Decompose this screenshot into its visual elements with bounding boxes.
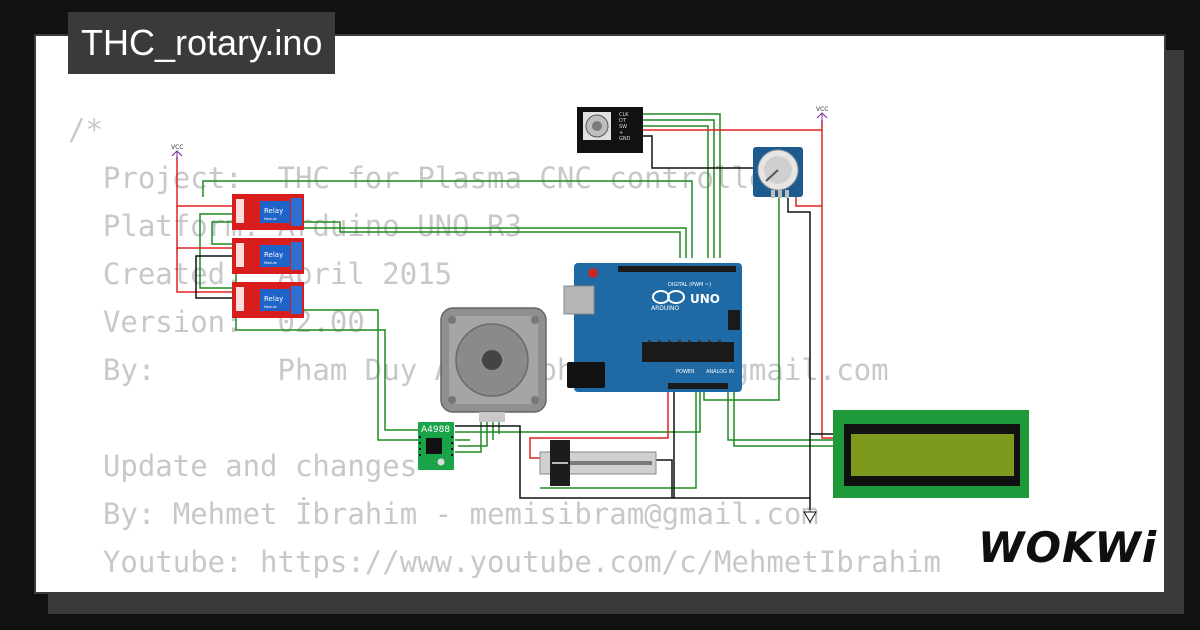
wire	[643, 135, 756, 169]
svg-text:POWER: POWER	[676, 369, 695, 375]
wire	[540, 390, 697, 489]
wires-black	[195, 135, 835, 510]
wire	[727, 390, 835, 441]
wire	[656, 459, 673, 498]
svg-text:ANALOG IN: ANALOG IN	[706, 369, 734, 375]
wokwi-logo: WOKWi	[978, 523, 1158, 572]
wire	[195, 255, 232, 299]
project-title[interactable]: THC_rotary.ino	[68, 12, 336, 74]
svg-text:Module: Module	[264, 305, 277, 309]
code-line: Created: April 2015	[102, 257, 453, 291]
svg-text:DT: DT	[619, 118, 627, 124]
svg-text:A4988: A4988	[421, 425, 450, 435]
wire	[643, 113, 721, 258]
svg-text:SW: SW	[619, 124, 627, 130]
vcc-symbol-left: VCC	[171, 144, 183, 160]
code-line: Update and changes	[68, 449, 418, 483]
wires-green	[199, 113, 835, 489]
wire	[703, 196, 780, 401]
svg-text:DIGITAL (PWM ~): DIGITAL (PWM ~)	[668, 282, 711, 288]
wire	[455, 425, 674, 499]
relay-module-2[interactable]: Relay Module	[232, 238, 304, 274]
lcd-display[interactable]	[833, 410, 1029, 498]
wire	[795, 196, 822, 207]
wire	[643, 119, 715, 258]
relay-module-1[interactable]: Relay Module	[232, 194, 304, 230]
code-line: Project: THC for Plasma CNC controller	[68, 161, 784, 195]
wire	[176, 248, 232, 293]
svg-text:Module: Module	[264, 261, 277, 265]
svg-text:Relay: Relay	[264, 207, 283, 215]
wire	[673, 390, 810, 499]
wire	[455, 390, 701, 433]
wire	[244, 300, 418, 441]
rotary-encoder[interactable]: CLK DT SW + GND	[577, 107, 643, 153]
svg-text:Module: Module	[264, 217, 277, 221]
wire	[199, 213, 236, 289]
vcc-symbol-right: VCC	[816, 106, 828, 124]
svg-text:VCC: VCC	[171, 144, 183, 151]
wire	[733, 390, 835, 447]
code-line: /*	[68, 113, 103, 147]
relay-module-3[interactable]: Relay Module	[232, 282, 304, 318]
slide-potentiometer[interactable]	[539, 440, 657, 486]
svg-text:VCC: VCC	[816, 106, 828, 113]
code-line: Youtube: https://www.youtube.com/c/Mehme…	[68, 545, 941, 579]
wire	[529, 390, 669, 459]
wire	[176, 157, 232, 249]
wire	[787, 196, 811, 510]
wire	[202, 180, 693, 258]
wire	[821, 130, 835, 439]
svg-text:ARDUINO: ARDUINO	[651, 305, 680, 312]
potentiometer[interactable]	[753, 147, 803, 198]
stepper-motor[interactable]	[440, 307, 547, 422]
wire	[643, 120, 823, 131]
arduino-uno[interactable]: DIGITAL (PWM ~) UNO ARDUINO POWER ANALOG…	[563, 263, 742, 392]
wire	[643, 125, 709, 258]
wire	[211, 221, 681, 258]
svg-text:CLK: CLK	[619, 112, 629, 118]
svg-text:+: +	[619, 130, 623, 136]
svg-text:GND: GND	[619, 136, 631, 142]
wire	[235, 250, 422, 431]
svg-text:UNO: UNO	[690, 292, 720, 306]
svg-text:Relay: Relay	[264, 251, 283, 259]
a4988-driver[interactable]: A4988	[418, 422, 454, 470]
wire	[455, 410, 482, 453]
ground-symbol	[803, 511, 817, 523]
code-line: By: Mehmet İbrahim - memisibram@gmail.co…	[68, 497, 819, 531]
svg-text:Relay: Relay	[264, 295, 283, 303]
